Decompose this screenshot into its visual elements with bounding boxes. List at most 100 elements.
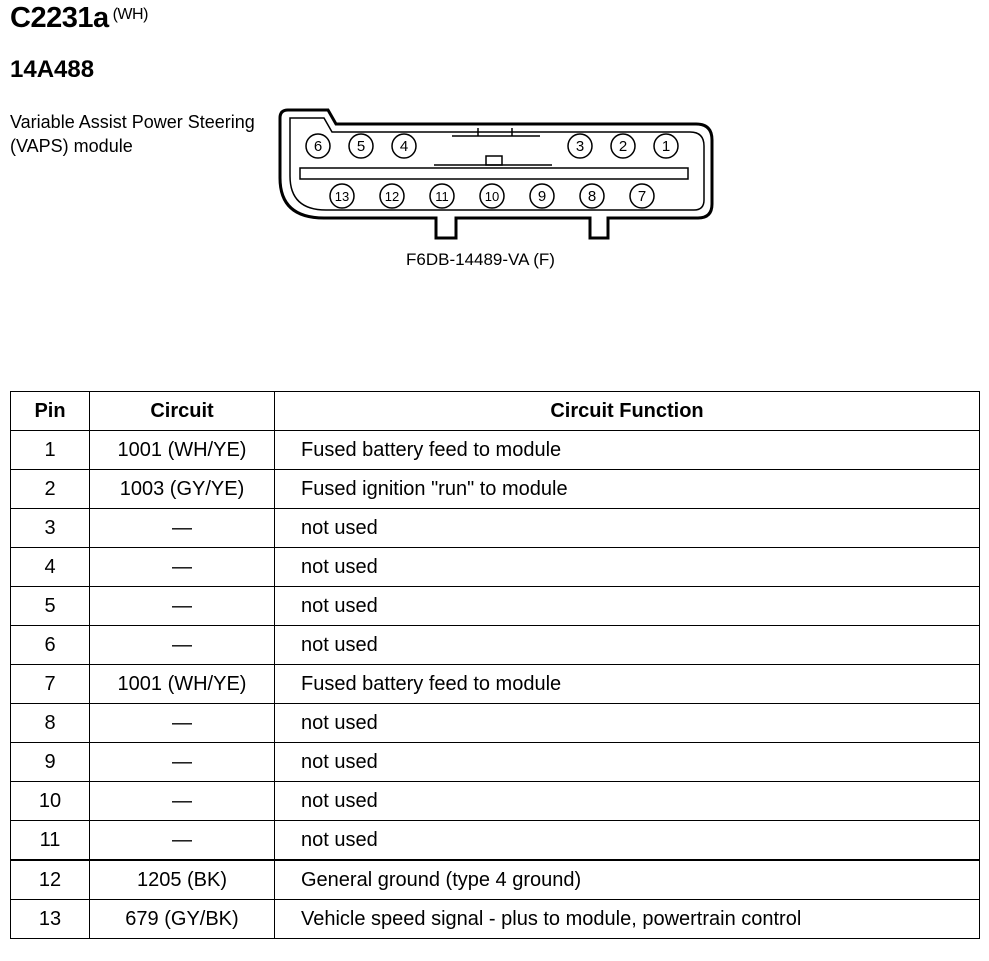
pin-number: 4 <box>400 138 408 155</box>
circuit-cell: — <box>89 781 275 821</box>
bottom-pin-row: 13 12 11 10 9 8 7 <box>329 183 655 209</box>
connector-id: C2231a <box>10 2 109 34</box>
circuit-cell: — <box>89 508 275 548</box>
function-cell: not used <box>274 586 980 626</box>
pin-cell: 4 <box>10 547 90 587</box>
pin-number: 3 <box>576 138 584 155</box>
pin-cell: 5 <box>10 586 90 626</box>
circuit-cell: — <box>89 742 275 782</box>
function-cell: Fused battery feed to module <box>274 430 980 470</box>
pin-cavity: 5 <box>348 133 374 159</box>
circuit-cell: 1001 (WH/YE) <box>89 430 275 470</box>
header-circuit: Circuit <box>89 391 275 431</box>
pin-circle <box>329 183 355 209</box>
pin-circle <box>391 133 417 159</box>
pin-circle <box>610 133 636 159</box>
pin-cell: 12 <box>10 859 90 900</box>
pin-cavity: 4 <box>391 133 417 159</box>
circuit-cell: — <box>89 586 275 626</box>
connector-housing-outline <box>278 108 714 240</box>
pin-number: 6 <box>314 138 322 155</box>
pin-cell: 3 <box>10 508 90 548</box>
function-cell: not used <box>274 508 980 548</box>
pin-cavity: 11 <box>429 183 455 209</box>
pin-cavity: 7 <box>629 183 655 209</box>
pin-cell: 8 <box>10 703 90 743</box>
pin-cavity: 6 <box>305 133 331 159</box>
pin-number: 5 <box>357 138 365 155</box>
pin-number: 8 <box>588 188 596 205</box>
pin-cell: 13 <box>10 899 90 939</box>
color-code: (WH) <box>112 6 149 23</box>
function-cell: not used <box>274 742 980 782</box>
circuit-cell: 1205 (BK) <box>89 859 275 900</box>
pin-cell: 2 <box>10 469 90 509</box>
function-cell: General ground (type 4 ground) <box>274 859 980 900</box>
table-header-row: Pin Circuit Circuit Function <box>10 391 980 431</box>
circuit-cell: — <box>89 547 275 587</box>
connector-title: C2231a(WH) <box>10 2 148 35</box>
pin-circle <box>379 183 405 209</box>
pin-number: 1 <box>662 138 670 155</box>
table-row: 3—not used <box>10 508 980 548</box>
pin-cavity: 2 <box>610 133 636 159</box>
pin-number: 13 <box>335 189 349 204</box>
pin-number: 12 <box>385 189 399 204</box>
part-number: 14A488 <box>10 56 95 83</box>
pin-circle <box>348 133 374 159</box>
table-row: 9—not used <box>10 742 980 782</box>
header-pin: Pin <box>10 391 90 431</box>
pin-cavity: 9 <box>529 183 555 209</box>
pin-cavity: 10 <box>479 183 505 209</box>
pin-number: 10 <box>485 189 499 204</box>
pin-cavity: 3 <box>567 133 593 159</box>
pin-circle <box>305 133 331 159</box>
table-row: 8—not used <box>10 703 980 743</box>
pin-cell: 9 <box>10 742 90 782</box>
pin-cell: 11 <box>10 820 90 861</box>
pin-circle <box>567 133 593 159</box>
pin-number: 9 <box>538 188 546 205</box>
pin-number: 11 <box>435 189 449 204</box>
function-cell: Fused battery feed to module <box>274 664 980 704</box>
pin-cavity: 1 <box>653 133 679 159</box>
circuit-cell: — <box>89 625 275 665</box>
pin-circle <box>579 183 605 209</box>
top-pin-row: 6 5 4 3 2 1 <box>305 133 679 159</box>
connector-part-label: F6DB-14489-VA (F) <box>406 250 555 269</box>
function-cell: not used <box>274 625 980 665</box>
circuit-cell: 679 (GY/BK) <box>89 899 275 939</box>
pin-cell: 10 <box>10 781 90 821</box>
pin-cell: 6 <box>10 625 90 665</box>
function-cell: not used <box>274 547 980 587</box>
pin-number: 2 <box>619 138 627 155</box>
pin-number: 7 <box>638 188 646 205</box>
module-description: Variable Assist Power Steering (VAPS) mo… <box>10 112 255 156</box>
pin-cavity: 8 <box>579 183 605 209</box>
table-row: 11—not used <box>10 820 980 861</box>
table-row: 5—not used <box>10 586 980 626</box>
table-row: 4—not used <box>10 547 980 587</box>
connector-face-diagram: 6 5 4 3 2 1 13 12 11 10 9 8 7 <box>278 108 714 240</box>
center-divider <box>299 167 689 180</box>
function-cell: not used <box>274 703 980 743</box>
function-cell: not used <box>274 820 980 861</box>
pin-circle <box>653 133 679 159</box>
pin-circle <box>529 183 555 209</box>
table-row: 10—not used <box>10 781 980 821</box>
circuit-cell: — <box>89 703 275 743</box>
connector-inner-outline <box>289 117 705 211</box>
pin-cell: 7 <box>10 664 90 704</box>
circuit-cell: 1001 (WH/YE) <box>89 664 275 704</box>
pin-circle <box>429 183 455 209</box>
pin-cavity: 13 <box>329 183 355 209</box>
circuit-cell: 1003 (GY/YE) <box>89 469 275 509</box>
pin-circle <box>479 183 505 209</box>
header-circuit-function: Circuit Function <box>274 391 980 431</box>
key-notch <box>485 155 503 166</box>
